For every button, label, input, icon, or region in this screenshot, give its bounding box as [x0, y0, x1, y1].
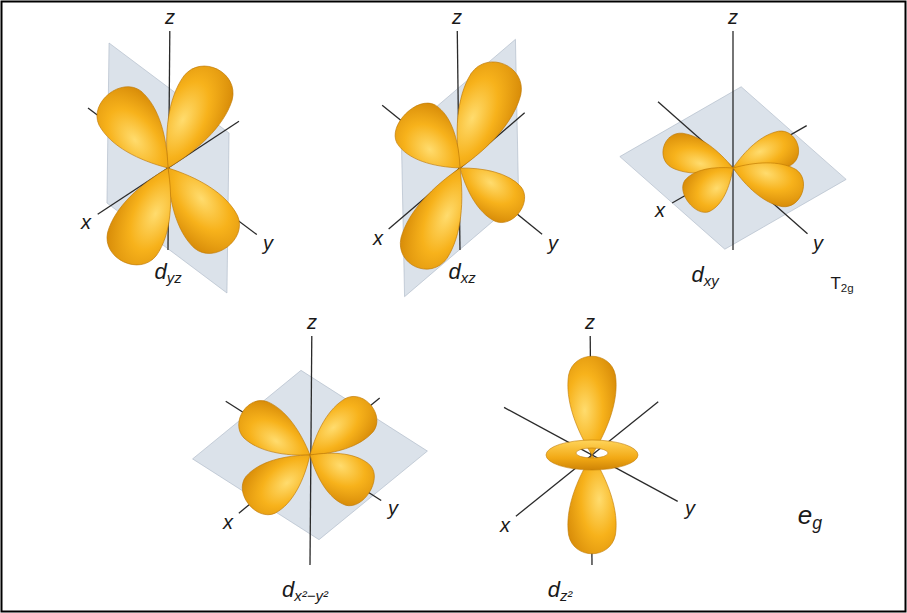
axis-label: x [373, 228, 383, 248]
axis-label: x [655, 200, 665, 220]
orbital-lobe [98, 156, 193, 274]
orbital-lobe [87, 77, 190, 186]
orbital-name: dx²−y² [282, 579, 328, 601]
orbital-lobe [234, 436, 326, 523]
axis-label: y [388, 498, 398, 518]
axis-label: z [452, 7, 462, 27]
axis-label: x [223, 512, 233, 532]
axis-label: x [500, 515, 510, 535]
orbital-torus [546, 440, 638, 470]
main-letter: d [282, 577, 294, 602]
orbital-name: dxy [691, 264, 718, 286]
main-letter: d [448, 259, 460, 284]
subscript: g [812, 513, 822, 533]
orbital-lobe [386, 94, 480, 188]
orbital-name: dyz [154, 261, 181, 283]
main-letter: d [548, 577, 560, 602]
subscript: 2g [841, 282, 854, 294]
orbital-name: dz² [548, 579, 573, 601]
orbital-plot [620, 31, 846, 250]
axis-label: z [165, 7, 175, 27]
orbital-lobe [676, 152, 746, 219]
orbital-plot [87, 31, 257, 293]
orbital-plot [193, 336, 428, 565]
main-letter: d [691, 262, 703, 287]
orbital-plot [382, 31, 542, 297]
main-letter: d [154, 259, 166, 284]
axis-label: z [307, 312, 317, 332]
subscript: xy [704, 272, 719, 289]
symmetry-label: eg [798, 502, 822, 528]
axis-label: x [81, 212, 91, 232]
axis-line [732, 31, 733, 250]
orbital-name: dxz [448, 261, 475, 283]
subscript: xz [461, 269, 476, 286]
symmetry-label: T2g [830, 275, 853, 292]
orbital-lobe [726, 149, 809, 212]
subscript: x²−y² [294, 587, 328, 604]
axis-label: z [728, 7, 738, 27]
orbital-lobe [297, 435, 382, 513]
axis-label: y [548, 233, 558, 253]
subscript: z² [560, 587, 572, 604]
axis-label: z [585, 312, 595, 332]
orbital-lobe [392, 157, 484, 277]
main-letter: e [798, 500, 812, 530]
orbital-plot [504, 336, 678, 565]
subscript: yz [167, 269, 182, 286]
main-letter: T [830, 274, 840, 293]
axis-label: y [263, 233, 273, 253]
axis-label: y [813, 233, 823, 253]
axis-label: y [685, 498, 695, 518]
